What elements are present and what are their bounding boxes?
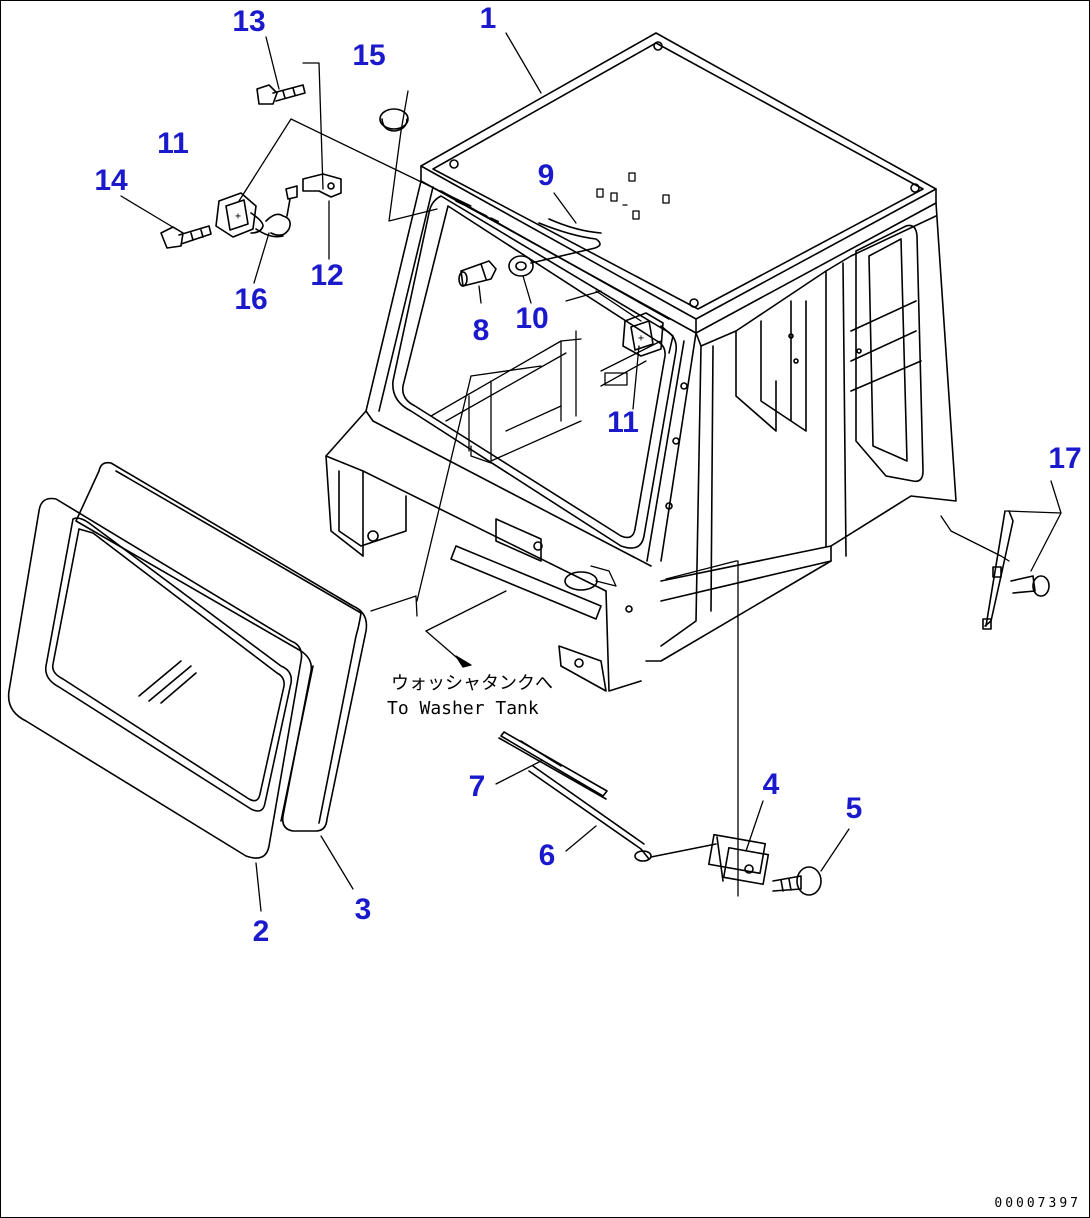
- cab-interior: [430, 290, 662, 464]
- glass-gasket: [75, 461, 368, 832]
- cab-rear-side: [645, 202, 957, 662]
- cap-15: [379, 108, 409, 132]
- callout-1: 1: [479, 2, 497, 35]
- wiper-blade: [498, 731, 608, 800]
- wiper-motor: [707, 833, 770, 886]
- lamp-right: +: [622, 312, 674, 357]
- lamp-left: +: [215, 192, 264, 238]
- callout-5: 5: [845, 792, 863, 825]
- washer-tank-note-jp: ウォッシャタンクへ: [391, 673, 553, 694]
- wiper-bolt: [772, 866, 822, 896]
- mirror-17: [982, 510, 1050, 630]
- svg-text:+: +: [638, 333, 644, 344]
- bolt-13: [256, 84, 306, 105]
- washer-tank-note-en: To Washer Tank: [387, 698, 539, 719]
- front-glass: [7, 497, 303, 859]
- callout-8: 8: [472, 314, 490, 347]
- lamp-wire: [255, 185, 298, 238]
- callout-17: 17: [1048, 442, 1082, 475]
- callout-4: 4: [762, 768, 780, 801]
- cab-roof: [420, 32, 937, 334]
- callout-12: 12: [310, 259, 344, 292]
- roof-bolts: [596, 172, 670, 220]
- callout-14: 14: [94, 164, 128, 197]
- callout-11-left: 11: [157, 127, 189, 160]
- wiper-arm: [528, 765, 717, 862]
- callout-16: 16: [234, 283, 268, 316]
- pin-8: [458, 260, 497, 287]
- bracket-12: [302, 173, 342, 198]
- front-frame: [325, 180, 697, 692]
- callout-9: 9: [537, 159, 555, 192]
- svg-text:+: +: [235, 211, 241, 222]
- bolt-14: [160, 225, 212, 249]
- drawing-reference-code: 00007397: [994, 1196, 1081, 1211]
- callout-6: 6: [538, 839, 556, 872]
- leader-lines: [120, 32, 1062, 912]
- callout-11-right: 11: [607, 406, 639, 439]
- callout-7: 7: [468, 770, 486, 803]
- callout-10: 10: [515, 302, 549, 335]
- wire-9: [530, 218, 602, 264]
- callout-13: 13: [232, 5, 266, 38]
- grommet-10: [508, 255, 534, 277]
- callout-15: 15: [352, 39, 386, 72]
- callout-2: 2: [252, 915, 270, 948]
- callout-3: 3: [354, 893, 372, 926]
